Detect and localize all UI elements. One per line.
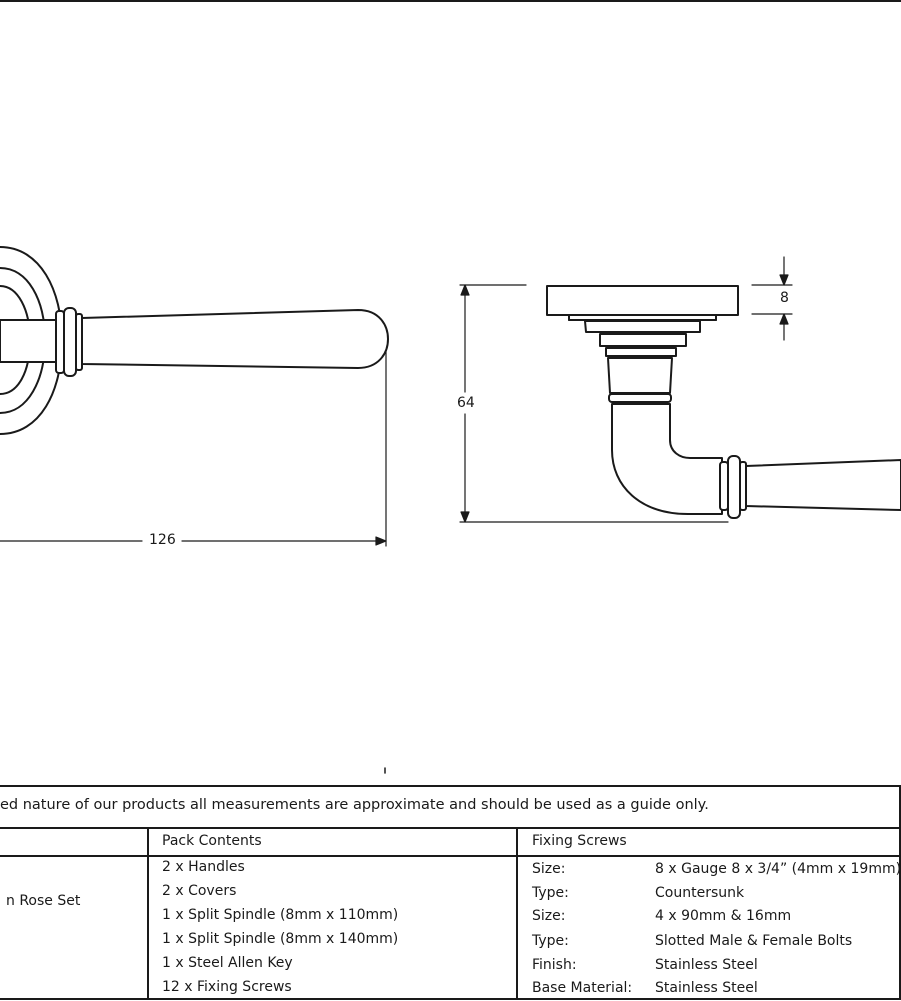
pack-item: 1 x Split Spindle (8mm x 110mm) bbox=[162, 907, 399, 923]
elbow bbox=[611, 403, 723, 515]
technical-drawing bbox=[0, 246, 901, 774]
fixing-label: Size: bbox=[532, 861, 566, 877]
dimension-64-label: 64 bbox=[457, 395, 475, 411]
fixing-value: Countersunk bbox=[655, 885, 745, 901]
fixing-label: Base Material: bbox=[532, 980, 633, 996]
disclaimer-text: ed nature of our products all measuremen… bbox=[0, 797, 709, 813]
table-header-rule bbox=[0, 855, 901, 857]
dimension-126 bbox=[0, 349, 387, 547]
pack-item: 12 x Fixing Screws bbox=[162, 979, 292, 995]
top-border bbox=[0, 0, 901, 2]
side-lever bbox=[745, 459, 901, 511]
rose-plate bbox=[546, 285, 739, 316]
pack-item: 2 x Handles bbox=[162, 859, 245, 875]
disclaimer-top-rule bbox=[0, 785, 901, 787]
fixing-label: Type: bbox=[532, 933, 569, 949]
handle-collar bbox=[0, 307, 83, 377]
pack-contents-header: Pack Contents bbox=[162, 833, 262, 849]
side-view-handle bbox=[459, 256, 901, 523]
fixing-value: 8 x Gauge 8 x 3/4” (4mm x 19mm) bbox=[655, 861, 901, 877]
fixing-value: Stainless Steel bbox=[655, 957, 758, 973]
table-right-border bbox=[899, 785, 901, 1000]
pack-item: 1 x Split Spindle (8mm x 140mm) bbox=[162, 931, 399, 947]
fixing-label: Finish: bbox=[532, 957, 577, 973]
pack-item: 2 x Covers bbox=[162, 883, 237, 899]
lever-body bbox=[81, 309, 389, 369]
front-view-handle bbox=[0, 246, 389, 547]
dimension-8 bbox=[751, 256, 793, 341]
dimension-126-label: 126 bbox=[149, 532, 176, 548]
dimension-64 bbox=[459, 284, 729, 523]
fixing-value: Stainless Steel bbox=[655, 980, 758, 996]
table-bottom-rule bbox=[0, 998, 901, 1000]
fixing-value: Slotted Male & Female Bolts bbox=[655, 933, 853, 949]
fixing-label: Type: bbox=[532, 885, 569, 901]
fixing-value: 4 x 90mm & 16mm bbox=[655, 908, 792, 924]
table-divider-2 bbox=[516, 827, 518, 1000]
fixing-screws-header: Fixing Screws bbox=[532, 833, 627, 849]
table-top-rule bbox=[0, 827, 901, 829]
pack-item: 1 x Steel Allen Key bbox=[162, 955, 293, 971]
dimension-8-label: 8 bbox=[780, 290, 789, 306]
product-name: n Rose Set bbox=[6, 893, 81, 909]
fixing-label: Size: bbox=[532, 908, 566, 924]
table-divider-1 bbox=[147, 827, 149, 1000]
